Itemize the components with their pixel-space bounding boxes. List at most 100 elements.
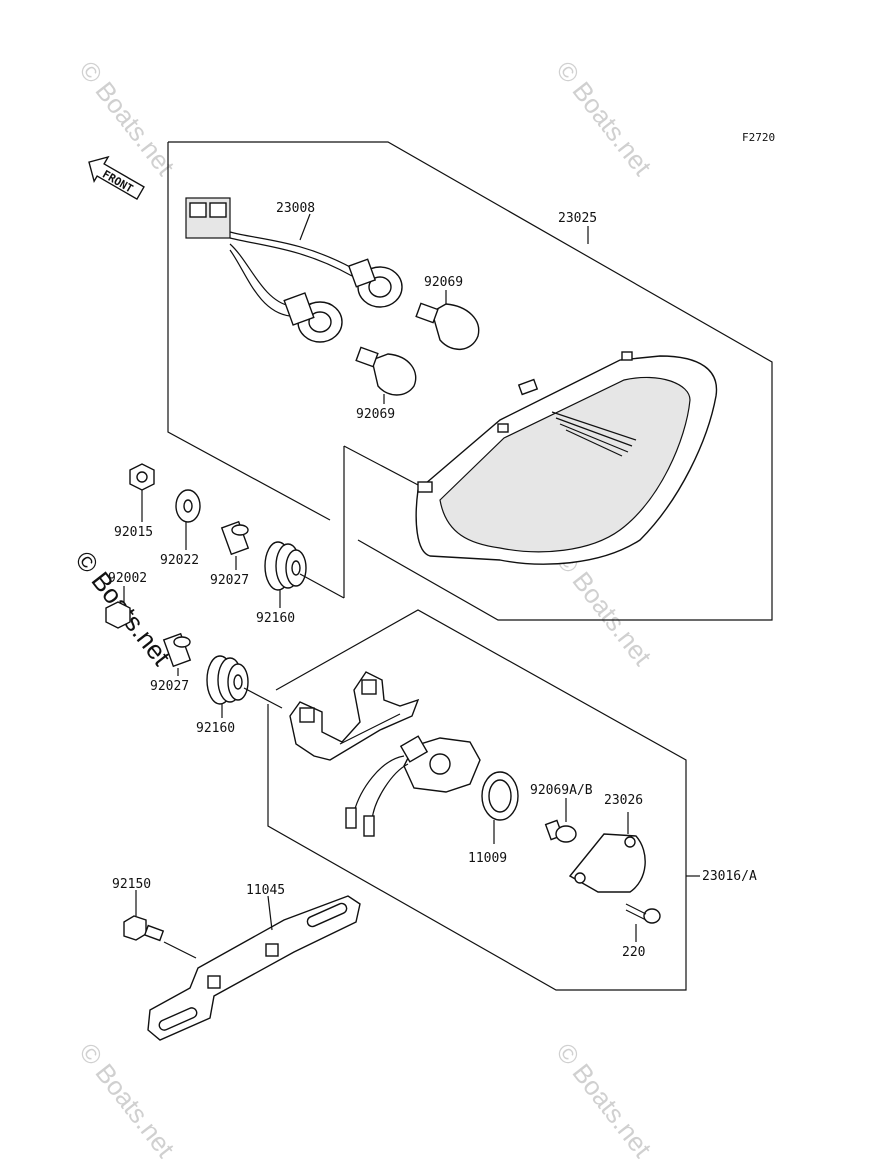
gasket-11009 — [481, 771, 519, 821]
collar-92027-b — [162, 632, 192, 668]
watermark-bottom-right: © Boats.net — [550, 1037, 658, 1163]
screw-head-icon — [643, 908, 661, 924]
label-92160-b: 92160 — [196, 721, 235, 736]
washer-92022 — [175, 489, 201, 523]
license-bracket-11045 — [147, 895, 361, 1041]
watermark-top-right: © Boats.net — [550, 55, 658, 181]
watermark-bottom-left: © Boats.net — [73, 1037, 181, 1163]
leader-grommet-b — [243, 687, 283, 709]
leader-grommet-a — [299, 573, 345, 599]
nut-92002 — [105, 601, 131, 629]
label-11045: 11045 — [246, 883, 285, 898]
nut-icon — [105, 601, 131, 629]
harness-wire — [229, 243, 291, 307]
mount-stud-icon — [417, 481, 433, 493]
mount-stud-icon — [517, 378, 539, 396]
label-23008: 23008 — [276, 201, 315, 216]
license-assembly-outline — [267, 609, 687, 991]
bolt-92150 — [123, 915, 165, 942]
bracket-slot — [339, 713, 401, 745]
label-92150: 92150 — [112, 877, 151, 892]
leader-bolt — [163, 941, 197, 959]
socket-hole-icon — [368, 276, 392, 298]
lens-screw-hole-icon — [574, 872, 586, 884]
grommet-92160-b — [206, 655, 249, 705]
label-23025: 23025 — [558, 211, 597, 226]
bolt-head-icon — [123, 915, 147, 941]
screw-shank — [625, 903, 647, 915]
collar-92027-a — [220, 520, 250, 556]
grommet-hole-icon — [291, 560, 301, 576]
bulb-92069-top — [415, 302, 480, 350]
front-arrow: FRONT — [88, 155, 145, 201]
screw-220 — [625, 903, 661, 924]
tail-lamp-23025 — [415, 351, 718, 565]
connector-pin-icon — [189, 202, 207, 218]
label-92160-a: 92160 — [256, 611, 295, 626]
label-92069AB: 92069A/B — [530, 783, 593, 798]
lens-rib — [559, 423, 629, 453]
license-lamp-bracket — [289, 671, 420, 761]
bracket-slot-icon — [158, 1007, 198, 1031]
bracket-nut-icon — [207, 975, 221, 989]
bulb-icon — [371, 353, 417, 396]
collar-end-icon — [231, 524, 249, 536]
bulb-icon — [555, 825, 577, 843]
label-92069-top: 92069 — [424, 275, 463, 290]
label-92069-bottom: 92069 — [356, 407, 395, 422]
upper-assembly-outline — [168, 141, 773, 621]
bracket-slot-icon — [306, 902, 348, 928]
tab-icon — [497, 423, 509, 433]
lens-rib — [551, 411, 637, 441]
label-92027-b: 92027 — [150, 679, 189, 694]
socket-hole-icon — [308, 311, 332, 333]
socket-body-icon — [283, 292, 315, 326]
wire-terminal-icon — [345, 807, 357, 829]
bracket-nut-icon — [361, 679, 377, 695]
license-bracket-icon — [147, 895, 361, 1041]
lens-screw-hole-icon — [624, 836, 636, 848]
screw-shank — [625, 909, 647, 921]
collar-end-icon — [173, 636, 191, 648]
front-arrow-icon — [88, 155, 145, 201]
upper-assembly-inner-top — [343, 445, 421, 487]
wire-terminal-icon — [363, 815, 375, 837]
lamp-socket-icon — [399, 735, 429, 763]
wiring-harness-23008 — [185, 197, 403, 343]
harness-wire — [229, 237, 353, 277]
lens-23026 — [568, 833, 646, 893]
lens-ribs — [551, 411, 637, 457]
nut-hole-icon — [136, 471, 148, 483]
label-92027-a: 92027 — [210, 573, 249, 588]
harness-wire — [229, 249, 291, 317]
nut-92015 — [129, 463, 155, 491]
connector-pin-icon — [209, 202, 227, 218]
watermark-mid-right: © Boats.net — [550, 545, 658, 671]
label-92015: 92015 — [114, 525, 153, 540]
label-23016A: 23016/A — [702, 869, 757, 884]
label-220: 220 — [622, 945, 645, 960]
bulb-icon — [431, 303, 480, 350]
bulb-base-icon — [415, 302, 439, 324]
bolt-shank-icon — [143, 924, 165, 942]
upper-assembly-outline-left — [167, 142, 331, 521]
lamp-hole-icon — [429, 753, 451, 775]
label-92022: 92022 — [160, 553, 199, 568]
lens-cover-icon — [568, 833, 646, 893]
gasket-inner-icon — [488, 779, 512, 813]
bulb-92069-bottom — [355, 346, 417, 396]
license-lamp-body — [345, 735, 481, 837]
figure-code: F2720 — [742, 131, 775, 144]
grommet-hole-icon — [233, 674, 243, 690]
socket-body-icon — [347, 258, 377, 288]
tab-icon — [621, 351, 633, 361]
tail-lamp-lens-icon — [439, 376, 691, 553]
leader-11045 — [267, 895, 273, 931]
bracket-nut-icon — [299, 707, 315, 723]
lens-rib — [565, 429, 623, 457]
grommet-92160-a — [264, 541, 307, 591]
leader-23008 — [299, 213, 311, 241]
label-11009: 11009 — [468, 851, 507, 866]
bulb-92069AB — [544, 819, 577, 843]
